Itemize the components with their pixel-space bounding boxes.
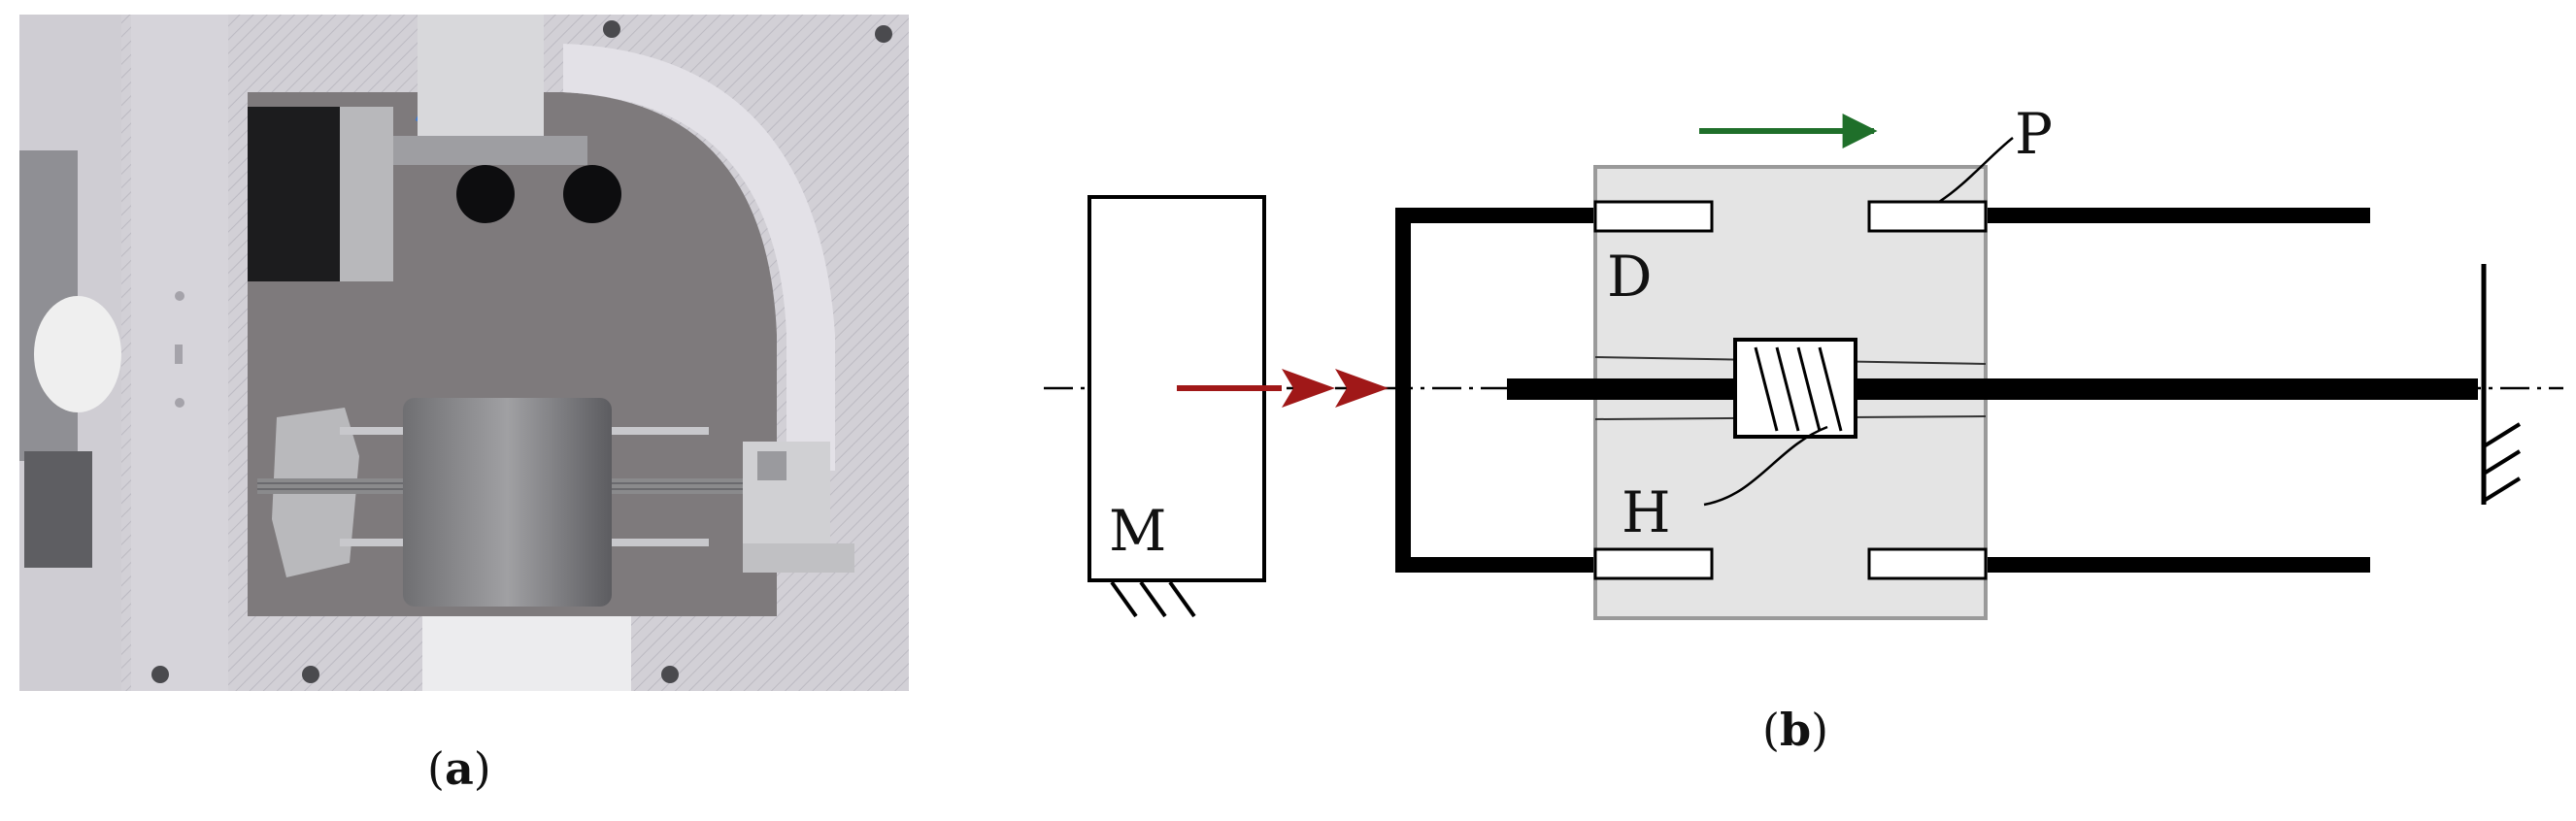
central-shaft (1507, 378, 2478, 400)
plate-upper-left (1593, 200, 1714, 233)
label-m: M (1109, 498, 1166, 564)
label-h: H (1622, 479, 1671, 545)
motor-ground-hatch (1110, 580, 1196, 618)
photo-panel-a (19, 15, 909, 691)
coil (403, 398, 612, 607)
leader-h (1703, 425, 1828, 507)
plate-lower-right (1867, 547, 1988, 580)
leader-p (1938, 137, 2014, 204)
plate-lower-left (1593, 547, 1714, 580)
label-p: P (2015, 101, 2053, 167)
caption-b: (b) (1762, 704, 1829, 756)
caption-a: (a) (427, 742, 491, 795)
input-arrow-red (1177, 369, 1388, 408)
schematic-panel-b: M H D P (1044, 101, 2563, 620)
plate-upper-right (1867, 200, 1988, 233)
label-d: D (1607, 244, 1653, 310)
helix-windings (1754, 346, 1843, 432)
wall-hatch (2482, 422, 2522, 503)
